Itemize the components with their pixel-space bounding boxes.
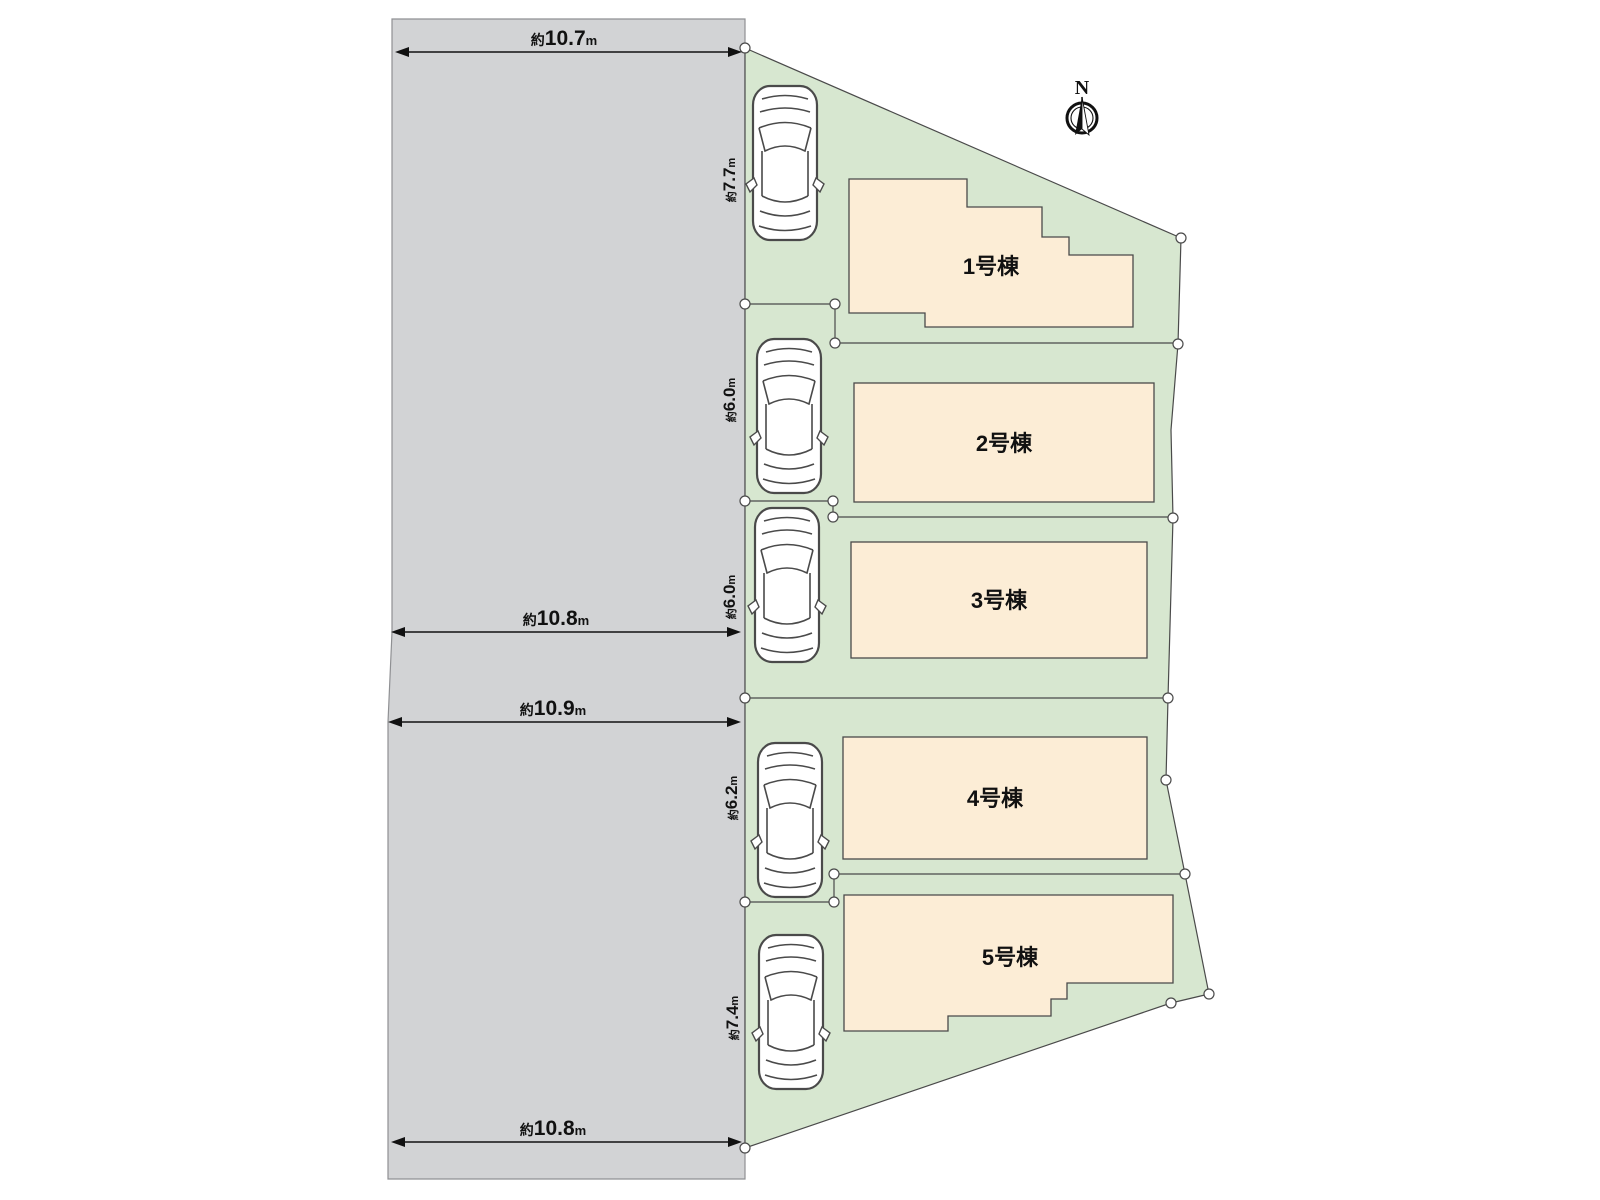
north-needle-dark: [1075, 97, 1082, 135]
lot-boundary-1-2: [745, 303, 1178, 344]
lot-4-frontage-label: 約6.2m: [722, 776, 741, 821]
lot-5-frontage-label: 約7.4m: [723, 996, 742, 1041]
boundary-marker: [1179, 868, 1191, 880]
boundary-marker: [829, 298, 841, 310]
north-label: N: [1075, 77, 1090, 99]
building-5-label: 5号棟: [982, 945, 1039, 970]
building-4-label: 4号棟: [967, 786, 1024, 811]
boundary-marker: [739, 1142, 751, 1154]
boundary-marker: [829, 337, 841, 349]
buildings: 1号棟 2号棟 3号棟 4号棟 5号棟: [842, 178, 1174, 1032]
car-icon: [750, 933, 832, 1091]
road-dimension-label: 約10.9m: [520, 697, 586, 720]
lot-boundary-2-3: [745, 500, 1173, 518]
building-2-footprint: [853, 382, 1155, 503]
boundary-marker: [1172, 338, 1184, 350]
boundary-marker: [739, 692, 751, 704]
building-5-footprint: [843, 894, 1174, 1032]
boundary-marker: [1162, 692, 1174, 704]
boundary-marker: [1165, 997, 1177, 1009]
road-dimension-bottom: 約10.8m: [391, 1117, 742, 1147]
boundary-marker: [827, 511, 839, 523]
boundary-markers: [739, 42, 1215, 1154]
road-dimensions: 約10.7m 約10.8m 約10.9m 約10.8m: [388, 27, 742, 1147]
road-dimension-top: 約10.7m: [395, 27, 742, 57]
north-needle-light: [1081, 96, 1090, 137]
boundary-marker: [1175, 232, 1187, 244]
boundary-marker: [739, 42, 751, 54]
road-dimension-middle-lower: 約10.9m: [388, 697, 741, 727]
road-surface: [387, 18, 746, 1180]
lot-1-frontage-label: 約7.7m: [720, 158, 739, 203]
building-3-label: 3号棟: [971, 588, 1028, 613]
building-2-label: 2号棟: [976, 431, 1033, 456]
boundary-marker: [828, 868, 840, 880]
lot-frontage-dimensions: 約7.7m 約6.0m 約6.0m 約6.2m 約7.4m: [720, 158, 742, 1041]
building-1-footprint: [848, 178, 1134, 328]
road-dimension-label: 約10.8m: [520, 1117, 586, 1140]
road-dimension-label: 約10.7m: [531, 27, 597, 50]
boundary-marker: [739, 298, 751, 310]
road-dimension-middle-upper: 約10.8m: [391, 607, 741, 637]
road-area: [387, 18, 746, 1180]
lot-boundaries: [745, 303, 1185, 903]
boundary-marker: [1160, 774, 1172, 786]
lot-3-frontage-label: 約6.0m: [720, 575, 739, 620]
boundary-marker: [1203, 988, 1215, 1000]
car-icon: [748, 337, 830, 495]
car-icon: [746, 506, 828, 664]
car-icon: [744, 84, 826, 242]
boundary-marker: [828, 896, 840, 908]
road-dimension-label: 約10.8m: [523, 607, 589, 630]
lot-boundary-4-5: [745, 873, 1185, 903]
boundary-marker: [739, 495, 751, 507]
lot-2-frontage-label: 約6.0m: [720, 378, 739, 423]
boundary-marker: [1167, 512, 1179, 524]
car-icon: [749, 741, 831, 899]
building-3-footprint: [850, 541, 1148, 659]
compass: N: [1065, 77, 1099, 137]
building-4-footprint: [842, 736, 1148, 860]
building-1-label: 1号棟: [963, 254, 1020, 279]
boundary-marker: [739, 896, 751, 908]
boundary-marker: [827, 495, 839, 507]
